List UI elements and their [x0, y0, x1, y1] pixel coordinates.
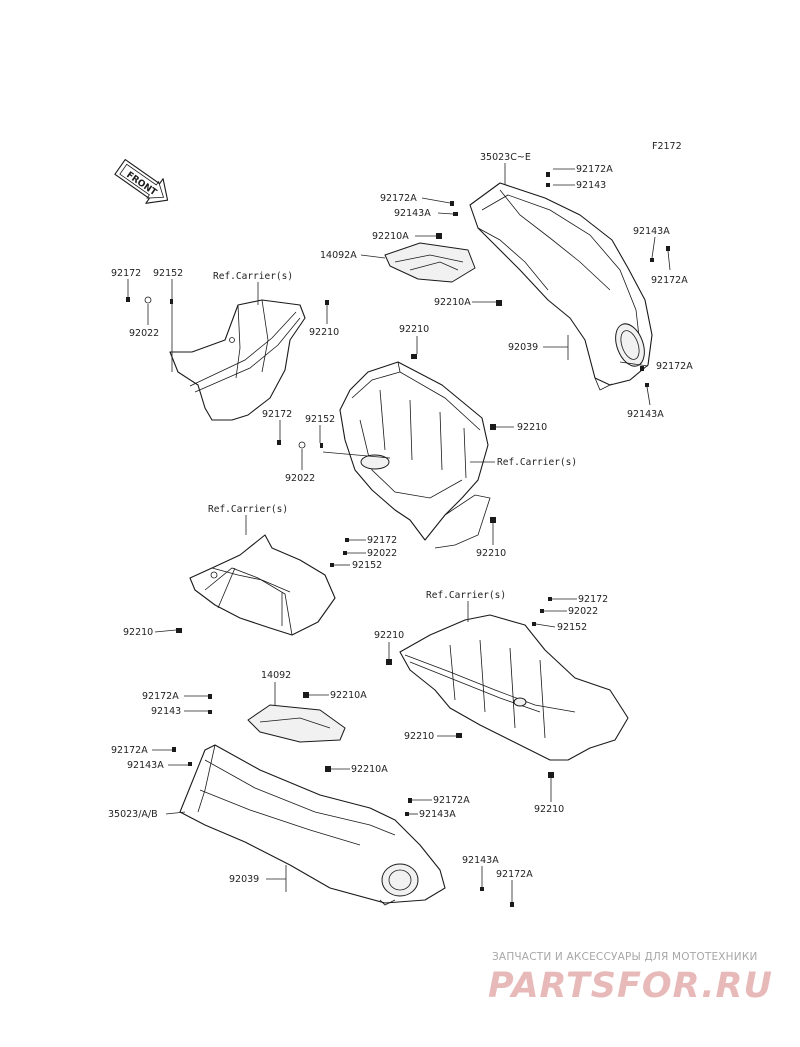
- part-label: 92172A: [496, 869, 533, 880]
- front-fender-lower: [179, 744, 446, 906]
- part-label: 35023/A/B: [108, 809, 158, 820]
- part-label: 92022: [285, 473, 315, 484]
- part-label: 92143: [576, 180, 606, 191]
- part-label: 92210: [517, 422, 547, 433]
- part-label: 92143A: [127, 760, 164, 771]
- part-label: 92210: [476, 548, 506, 559]
- part-label: 92210: [399, 324, 429, 335]
- part-label: 92152: [557, 622, 587, 633]
- part-label: 92210: [534, 804, 564, 815]
- front-arrow-icon: FRONT: [114, 159, 169, 204]
- part-label: 92172: [367, 535, 397, 546]
- ref-carrier-label: Ref.Carrier(s): [208, 504, 288, 515]
- part-label: 92022: [568, 606, 598, 617]
- carrier-left-middle: [189, 534, 336, 636]
- ref-carrier-label: Ref.Carrier(s): [213, 271, 293, 282]
- part-label: 92172A: [651, 275, 688, 286]
- carrier-left-upper: [169, 299, 306, 421]
- part-label: 92210: [404, 731, 434, 742]
- watermark-tagline: ЗАПЧАСТИ И АКСЕССУАРЫ ДЛЯ МОТОТЕХНИКИ: [492, 951, 758, 963]
- part-label: 92143A: [394, 208, 431, 219]
- ref-carrier-label: Ref.Carrier(s): [426, 590, 506, 601]
- part-label: 92210A: [351, 764, 388, 775]
- part-label: 92210A: [372, 231, 409, 242]
- rear-fender-upper: [469, 182, 653, 391]
- part-label: 92152: [305, 414, 335, 425]
- part-label: 92143A: [627, 409, 664, 420]
- hardware-top-right: [436, 172, 670, 387]
- guard-14092a: [384, 242, 476, 283]
- hardware-bottom: [172, 692, 514, 907]
- hardware-left-upper: [126, 296, 329, 305]
- ref-carrier-label: Ref.Carrier(s): [497, 457, 577, 468]
- part-label: 92039: [229, 874, 259, 885]
- part-labels: 35023C~E 92172A 92143 92172A 92143A 9221…: [108, 152, 693, 885]
- part-label: 14092: [261, 670, 291, 681]
- part-label: 14092A: [320, 250, 357, 261]
- part-label: 92210: [374, 630, 404, 641]
- figure-code: F2172: [652, 141, 682, 152]
- part-label: 92172A: [380, 193, 417, 204]
- part-label: 92152: [352, 560, 382, 571]
- part-label: 92143A: [419, 809, 456, 820]
- part-label: 92210A: [330, 690, 367, 701]
- part-label: 92152: [153, 268, 183, 279]
- hardware-right-middle: [386, 597, 554, 778]
- part-label: 92039: [508, 342, 538, 353]
- part-label: 92143A: [462, 855, 499, 866]
- part-label: 92172: [262, 409, 292, 420]
- part-label: 92143: [151, 706, 181, 717]
- hardware-center: [277, 354, 496, 523]
- part-label: 92210A: [434, 297, 471, 308]
- part-label: 92172A: [111, 745, 148, 756]
- part-label: 92022: [367, 548, 397, 559]
- part-label: 92172A: [576, 164, 613, 175]
- carrier-center: [339, 361, 491, 549]
- watermark-logo: PARTSFOR.RU: [488, 966, 773, 1006]
- part-label: 35023C~E: [480, 152, 531, 163]
- carrier-right-middle: [399, 614, 629, 761]
- part-label: 92172A: [656, 361, 693, 372]
- part-label: 92172: [111, 268, 141, 279]
- part-label: 92210: [123, 627, 153, 638]
- hardware-left-middle: [176, 538, 349, 633]
- leader-lines: [127, 163, 671, 902]
- part-label: 92022: [129, 328, 159, 339]
- part-label: 92172A: [142, 691, 179, 702]
- part-label: 92172A: [433, 795, 470, 806]
- guard-14092: [247, 704, 346, 743]
- part-label: 92210: [309, 327, 339, 338]
- part-label: 92143A: [633, 226, 670, 237]
- part-label: 92172: [578, 594, 608, 605]
